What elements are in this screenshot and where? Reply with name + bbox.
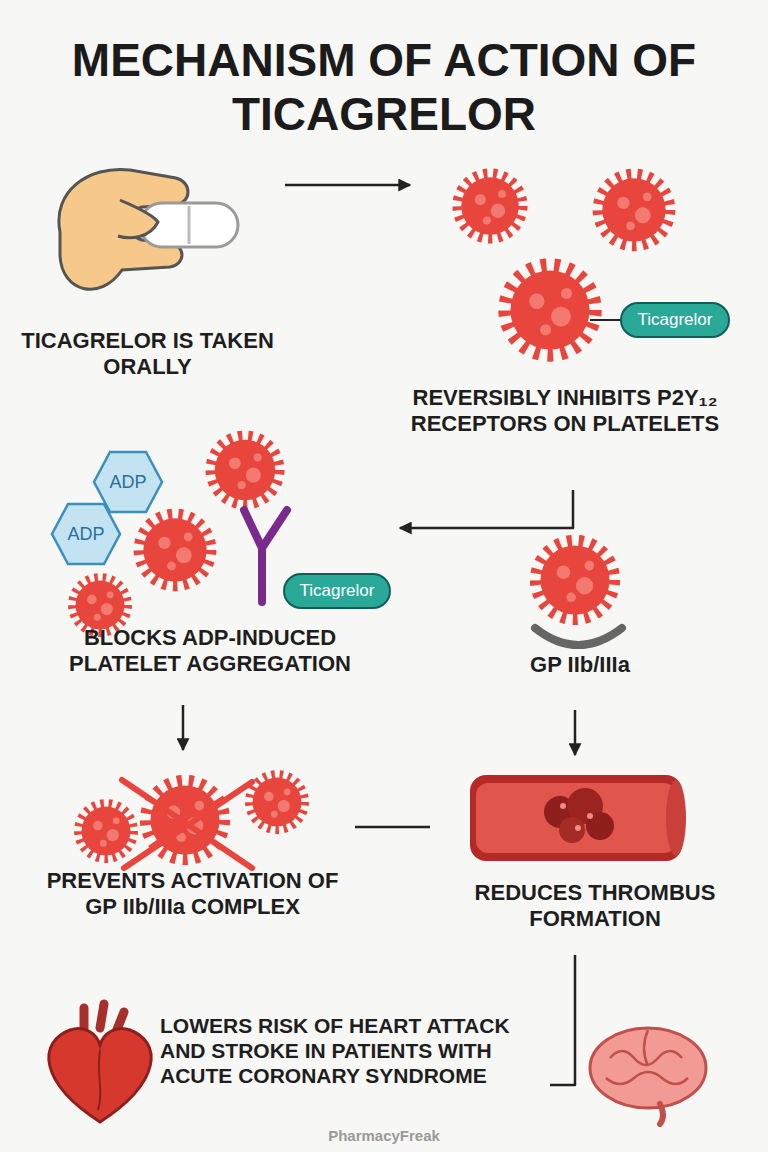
- diagram-title: MECHANISM OF ACTION OF TICAGRELOR: [54, 34, 714, 142]
- hand-pill: [59, 169, 238, 289]
- platelet: [537, 542, 614, 619]
- step-caption: GP IIb/IIIa: [480, 652, 680, 678]
- step-box: TICAGRELOR IS TAKEN ORALLY: [10, 150, 285, 390]
- step-caption: REDUCES THROMBUS FORMATION: [430, 880, 760, 933]
- step-box: BLOCKS ADP-INDUCED PLATELET AGGREGATION A…: [30, 445, 400, 705]
- drug-label: Ticagrelor: [620, 302, 730, 338]
- platelet: [458, 174, 522, 238]
- cross-mark: [122, 780, 252, 868]
- flow-arrow: [400, 490, 573, 528]
- node-label: Ticagrelor: [300, 581, 375, 601]
- node-label: Ticagrelor: [638, 310, 713, 330]
- heart-icon: [49, 1004, 151, 1122]
- platelet: [140, 515, 210, 585]
- receptor-symbol: [244, 510, 287, 602]
- platelet: [79, 804, 133, 858]
- brain-icon: [590, 1028, 706, 1124]
- step-caption: PREVENTS ACTIVATION OF GP IIb/IIIa COMPL…: [30, 868, 355, 921]
- node-label: ADP: [109, 472, 146, 493]
- molecule-hexagon: ADP: [50, 502, 122, 566]
- leader-line: [590, 319, 622, 321]
- blood-vessel: [470, 775, 686, 861]
- step-box: REVERSIBLY INHIBITS P2Y₁₂ RECEPTORS ON P…: [410, 150, 755, 490]
- platelet: [73, 578, 127, 632]
- node-label: ADP: [67, 524, 104, 545]
- watermark: PharmacyFreak: [0, 1127, 768, 1144]
- step-caption: REVERSIBLY INHIBITS P2Y₁₂ RECEPTORS ON P…: [410, 385, 720, 438]
- receptor-arc: [535, 628, 622, 645]
- step-box: REDUCES THROMBUS FORMATION: [430, 755, 760, 955]
- platelet: [250, 775, 304, 829]
- step-box: PREVENTS ACTIVATION OF GP IIb/IIIa COMPL…: [30, 750, 355, 985]
- step-box: LOWERS RISK OF HEART ATTACK AND STROKE I…: [40, 1005, 550, 1115]
- step-caption: TICAGRELOR IS TAKEN ORALLY: [10, 328, 285, 381]
- flow-arrow: [182, 705, 185, 750]
- step-box: GP IIb/IIIa: [480, 525, 680, 710]
- step-caption: BLOCKS ADP-INDUCED PLATELET AGGREGATION: [30, 625, 390, 678]
- flow-arrow: [574, 710, 577, 755]
- connector-line: [355, 826, 430, 829]
- step-caption: LOWERS RISK OF HEART ATTACK AND STROKE I…: [160, 1013, 510, 1089]
- platelet: [211, 436, 278, 503]
- flow-arrow: [285, 184, 410, 187]
- drug-label: Ticagrelor: [283, 573, 391, 609]
- connector-line: [550, 955, 575, 1085]
- platelet: [599, 175, 669, 245]
- platelet: [506, 266, 594, 354]
